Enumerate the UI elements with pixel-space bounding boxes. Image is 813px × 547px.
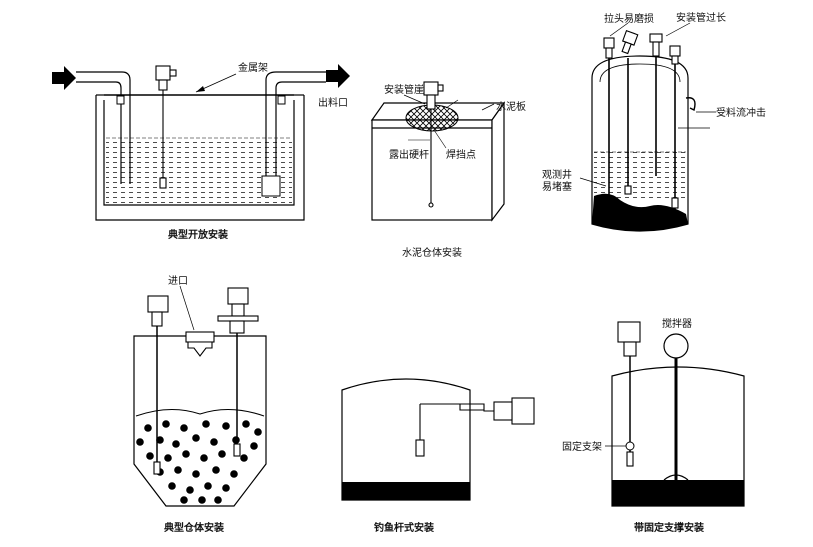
label-exposed-rod: 露出硬杆: [389, 148, 429, 161]
label-flow-impact: 受料流冲击: [716, 106, 766, 119]
bin-sensor-right-icon: [217, 287, 259, 457]
fishing-bin-outline: [341, 378, 471, 501]
caption-typical-bin: 典型仓体安装: [164, 521, 224, 534]
agitator-icon: [663, 333, 689, 359]
support-bin-outline: [611, 366, 745, 507]
probe-worn-icon: [603, 37, 615, 196]
bin-sensor-left-icon: [147, 295, 169, 475]
panel-fixed-support: 搅拌器 固定支架 带固定支撑安装: [562, 317, 745, 534]
label-pipe-too-long: 安装管过长: [676, 11, 726, 24]
label-inlet: 进口: [168, 275, 188, 287]
label-head-wear: 拉头易磨损: [604, 12, 654, 25]
label-outlet: 出料口: [318, 96, 348, 109]
open-tank-vessel: [95, 94, 305, 221]
label-fixed-support: 固定支架: [562, 440, 602, 453]
label-well-line2: 易堵塞: [542, 180, 572, 193]
caption-open-tank: 典型开放安装: [168, 228, 228, 241]
outlet-pipe: [265, 71, 326, 176]
label-agitator: 搅拌器: [662, 317, 692, 330]
bin-outline: [133, 335, 267, 507]
panel-open-tank: 金属架 出料口 典型开放安装: [52, 61, 350, 241]
probe-tilted-icon: [621, 29, 639, 55]
panel-fishing-rod: 钓鱼杆式安装: [341, 378, 535, 534]
panel-concrete-bin: 安装管崖 水泥板 露出硬杆 焊挡点 水泥仓体安装: [370, 81, 526, 259]
probe-impact-icon: [669, 45, 681, 210]
label-weld-point: 焊挡点: [446, 148, 476, 161]
flow-curl-icon: [685, 97, 696, 112]
label-concrete-slab: 水泥板: [496, 100, 526, 113]
panel-typical-bin: 进口 典型仓体安装: [133, 275, 267, 534]
support-bin-material: [612, 480, 744, 506]
concrete-sensor-icon: [423, 81, 444, 208]
fishing-rod-sensor-icon: [415, 397, 535, 457]
label-pipe-cap: 安装管崖: [384, 83, 424, 96]
caption-concrete-bin: 水泥仓体安装: [402, 246, 462, 259]
panel-silo-problems: 拉头易磨损 安装管过长 受料流冲击 观测井 易堵塞: [542, 11, 766, 232]
liquid-fill: [106, 138, 292, 204]
level-sensor-icon: [155, 65, 177, 189]
fishing-bin-material: [342, 482, 470, 500]
label-metal-frame: 金属架: [238, 61, 268, 74]
buildup-fill: [592, 193, 688, 231]
inlet-chute: [185, 331, 215, 357]
support-bracket-icon: [625, 441, 635, 451]
inlet-pipe: [76, 71, 131, 184]
label-well-line1: 观测井: [542, 168, 572, 181]
material-balls: [136, 420, 262, 504]
caption-fishing-rod: 钓鱼杆式安装: [374, 521, 434, 534]
caption-fixed-support: 带固定支撑安装: [634, 521, 704, 534]
probe-long-pipe-icon: [649, 33, 663, 176]
inflow-arrow-icon: [52, 66, 76, 90]
outflow-arrow-icon: [326, 64, 350, 88]
